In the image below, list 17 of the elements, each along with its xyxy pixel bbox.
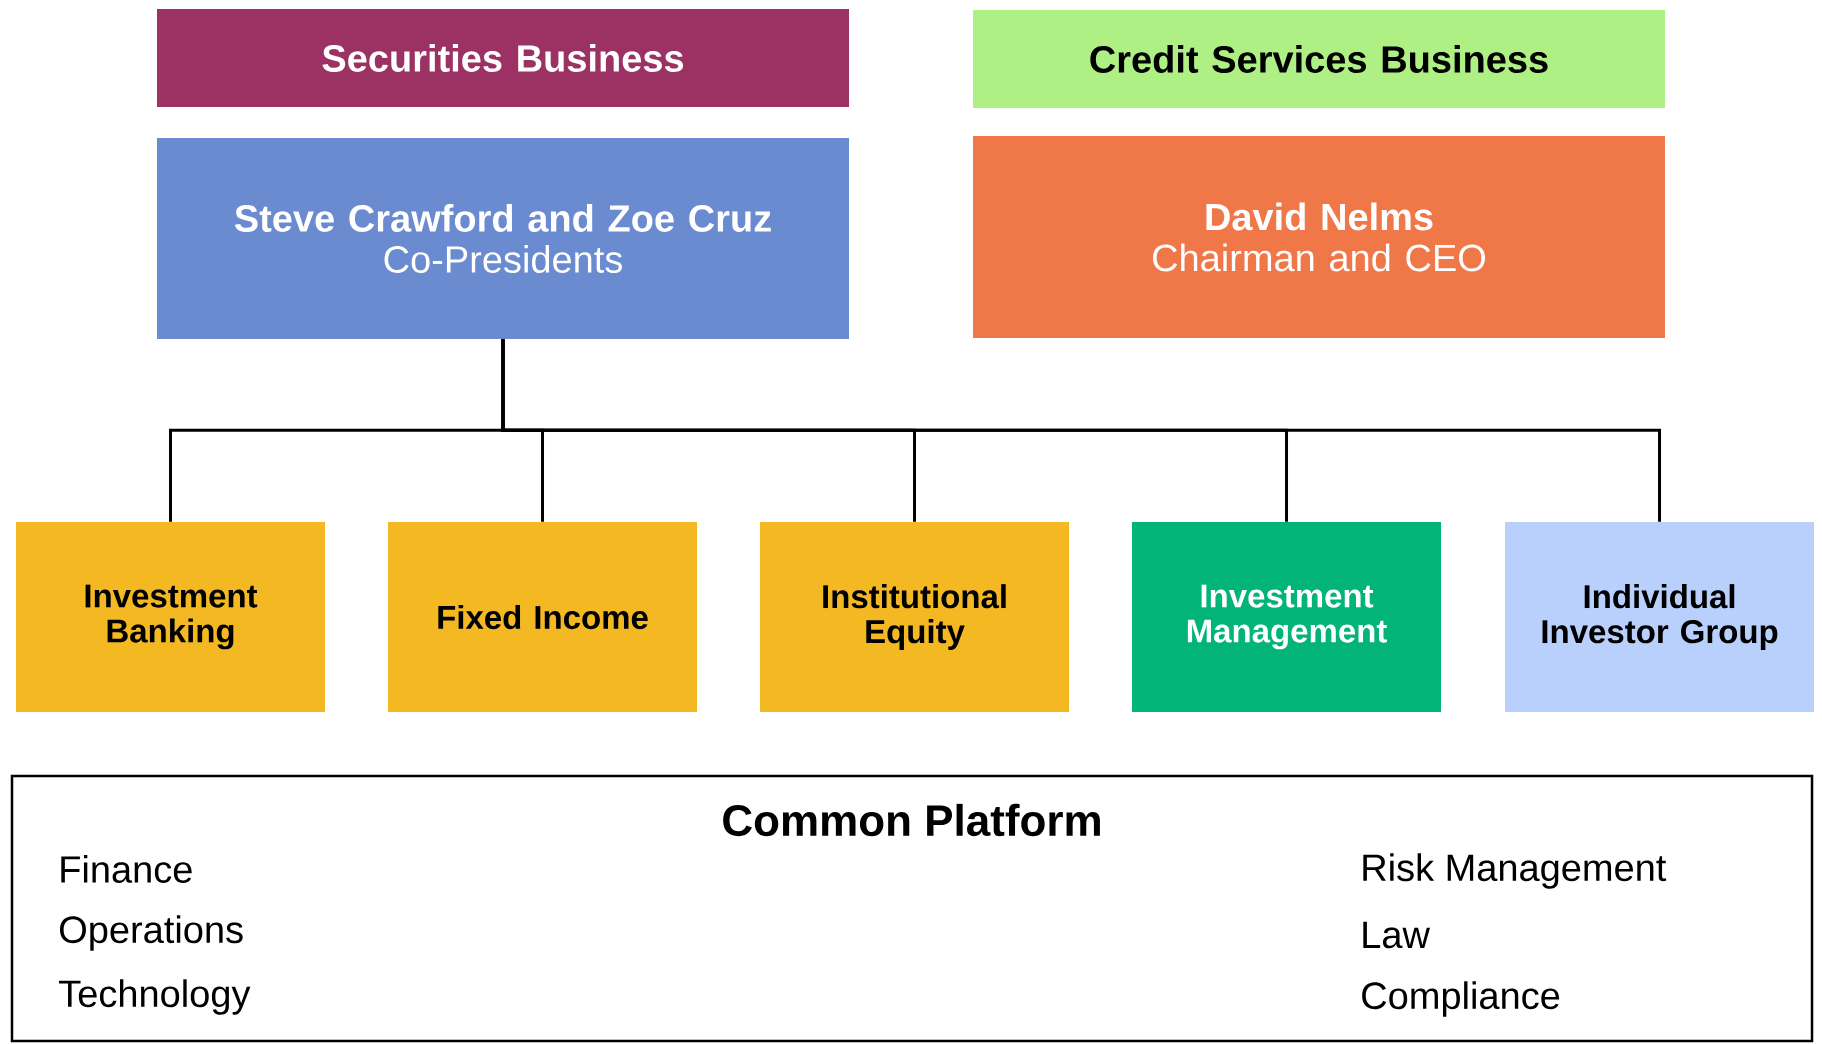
division-box: Fixed Income	[388, 522, 697, 712]
business-header: Securities Business	[157, 9, 849, 107]
function-item: Risk Management	[1363, 853, 1667, 889]
leader-box: David Nelms Chairman and CEO	[973, 136, 1665, 338]
business-header: Credit Services Business	[973, 10, 1665, 108]
leader-box: Steve Crawford and Zoe Cruz Co-Presidents	[157, 138, 849, 339]
function-item: Law	[1363, 921, 1430, 949]
division-box: Institutional Equity	[760, 522, 1069, 712]
function-item: Operations	[60, 915, 243, 951]
division-box: Individual Investor Group	[1505, 522, 1814, 712]
platform-heading: Common Platform	[723, 803, 1100, 837]
function-item: Finance	[61, 855, 192, 883]
division-box: Investment Management	[1132, 522, 1441, 712]
function-item: Technology	[59, 979, 251, 1015]
division-box: Investment Banking	[16, 522, 325, 712]
connector-line	[501, 339, 1661, 522]
function-item: Compliance	[1362, 981, 1560, 1017]
